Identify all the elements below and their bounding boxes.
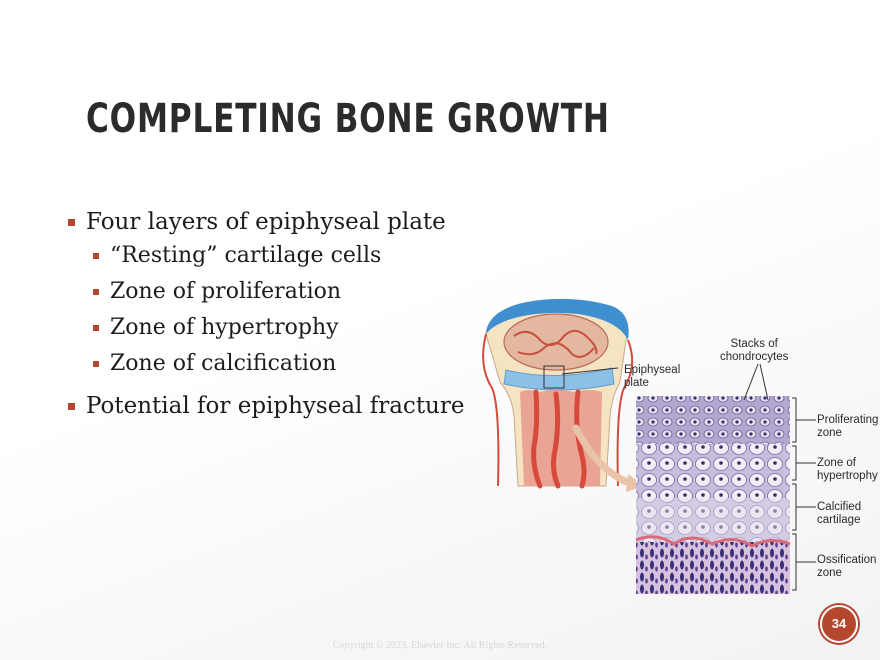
label-proliferating-zone: Proliferating zone bbox=[817, 414, 878, 440]
bullet-item: Potential for epiphyseal fracture bbox=[66, 392, 476, 420]
bullet-item: Four layers of epiphyseal plate bbox=[66, 208, 476, 236]
copyright-footer: Copyright © 2023, Elsevier Inc. All Righ… bbox=[332, 640, 548, 651]
label-line: Stacks of bbox=[730, 338, 778, 350]
sub-bullet-item: “Resting” cartilage cells bbox=[92, 242, 476, 270]
bullet-marker-icon bbox=[93, 325, 99, 331]
label-line: Proliferating bbox=[817, 414, 879, 426]
sub-bullet-text: Zone of calcification bbox=[110, 351, 337, 376]
label-zone-of-hypertrophy: Zone of hypertrophy bbox=[817, 457, 878, 483]
slide-title: COMPLETING BONE GROWTH bbox=[86, 96, 610, 142]
label-ossification-zone: Ossification zone bbox=[817, 554, 876, 580]
label-line: Calcified bbox=[817, 501, 862, 513]
bullet-text: Four layers of epiphyseal plate bbox=[86, 209, 446, 235]
label-line: hypertrophy bbox=[817, 470, 878, 482]
sub-bullet-item: Zone of calcification bbox=[92, 350, 476, 378]
bullet-marker-icon bbox=[68, 403, 75, 410]
label-stacks-of-chondrocytes: Stacks of chondrocytes bbox=[720, 338, 788, 364]
bullet-text: Potential for epiphyseal fracture bbox=[86, 393, 465, 419]
bullet-marker-icon bbox=[93, 361, 99, 367]
label-calcified-cartilage: Calcified cartilage bbox=[817, 501, 861, 527]
sub-bullet-text: Zone of hypertrophy bbox=[110, 315, 339, 340]
epiphyseal-plate-figure: Epiphyseal plate Stacks of chondrocytes … bbox=[478, 296, 880, 596]
label-line: Epiphyseal bbox=[624, 364, 681, 376]
label-line: Ossification bbox=[817, 554, 877, 566]
label-line: chondrocytes bbox=[720, 351, 789, 363]
sub-bullet-item: Zone of proliferation bbox=[92, 278, 476, 306]
label-line: plate bbox=[624, 377, 649, 389]
bullet-marker-icon bbox=[68, 219, 75, 226]
label-line: Zone of bbox=[817, 457, 856, 469]
bullet-list: Four layers of epiphyseal plate “Resting… bbox=[66, 208, 476, 426]
bullet-marker-icon bbox=[93, 253, 99, 259]
sub-bullet-text: Zone of proliferation bbox=[110, 279, 342, 304]
sub-bullet-item: Zone of hypertrophy bbox=[92, 314, 476, 342]
label-line: zone bbox=[817, 427, 842, 439]
bullet-marker-icon bbox=[93, 289, 99, 295]
label-line: cartilage bbox=[817, 514, 861, 526]
bone-illustration bbox=[482, 298, 816, 594]
page-number-badge: 34 bbox=[820, 605, 858, 643]
label-line: zone bbox=[817, 567, 842, 579]
label-epiphyseal-plate: Epiphyseal plate bbox=[624, 364, 680, 390]
sub-bullet-text: “Resting” cartilage cells bbox=[110, 243, 382, 268]
